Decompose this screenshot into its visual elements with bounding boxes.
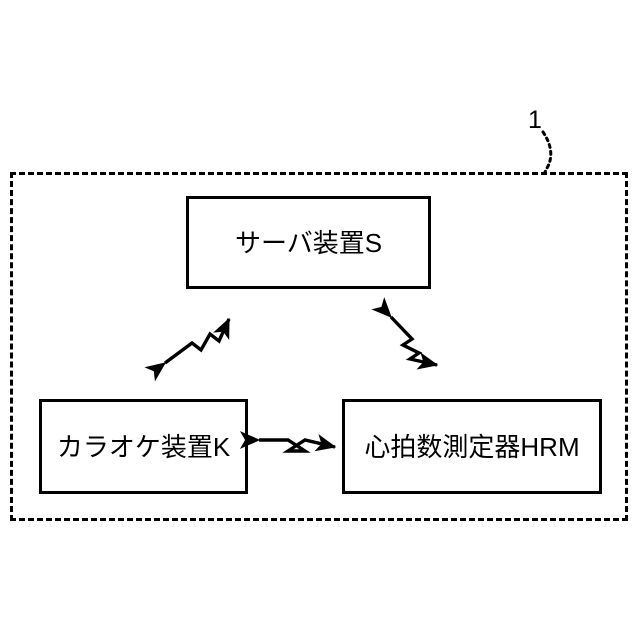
- reference-leader-line: [541, 130, 553, 174]
- node-karaoke-device-label: カラオケ装置K: [56, 431, 231, 462]
- reference-numeral-1: 1: [528, 106, 542, 134]
- system-boundary: [10, 172, 628, 521]
- node-heart-rate-monitor[interactable]: 心拍数測定器HRM: [342, 399, 602, 494]
- node-karaoke-device[interactable]: カラオケ装置K: [39, 399, 248, 494]
- node-server-device[interactable]: サーバ装置S: [186, 196, 431, 289]
- node-server-device-label: サーバ装置S: [234, 227, 383, 258]
- node-heart-rate-monitor-label: 心拍数測定器HRM: [364, 431, 580, 462]
